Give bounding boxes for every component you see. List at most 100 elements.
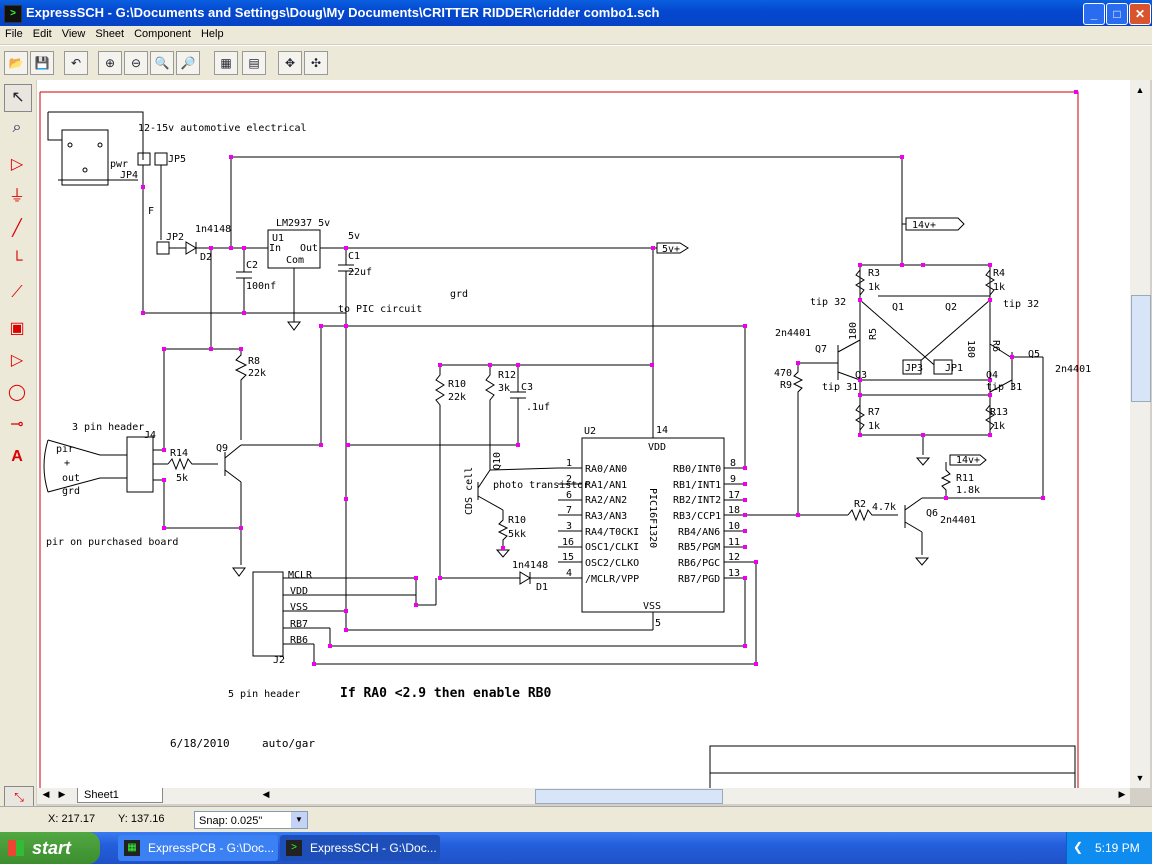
vertical-scrollbar[interactable]: ▲ ▼: [1130, 80, 1151, 788]
tab-sheet1[interactable]: Sheet1: [77, 788, 163, 803]
task-expresssch[interactable]: > ExpressSCH - G:\Doc...: [280, 835, 440, 861]
photo-label: photo transistor: [493, 480, 589, 491]
vdd-label: VDD: [648, 442, 666, 453]
schematic-canvas[interactable]: 12-15v automotive electrical pwr JP4 JP5…: [37, 80, 1130, 788]
menu-help[interactable]: Help: [200, 28, 224, 40]
scroll-down-icon[interactable]: ▼: [1135, 773, 1145, 783]
zoom-area-icon[interactable]: 🔍: [150, 51, 174, 75]
r3-label: R3: [868, 268, 880, 279]
clock: 5:19 PM: [1095, 841, 1140, 855]
q4-label: Q4: [986, 370, 998, 381]
ground-icon[interactable]: ⏚: [8, 188, 25, 205]
undo-icon[interactable]: ↶: [64, 51, 88, 75]
open-icon[interactable]: 📂: [4, 51, 28, 75]
cursor-y: Y: 137.16: [118, 813, 165, 825]
menu-component[interactable]: Component: [134, 28, 191, 40]
port-icon[interactable]: ⊸: [10, 416, 24, 433]
zoom-tool-icon[interactable]: ⌕: [12, 119, 22, 136]
save-icon[interactable]: 💾: [30, 51, 54, 75]
c3-label: C3: [521, 382, 533, 393]
select-arrow-icon[interactable]: ↖: [4, 84, 32, 112]
j2-pin-mclr: MCLR: [288, 570, 313, 581]
net-14v-label-2: 14v+: [956, 455, 980, 466]
tab-prev-icon[interactable]: ◀: [42, 789, 50, 799]
close-button[interactable]: ✕: [1129, 3, 1151, 25]
mode-note: auto/gar: [262, 737, 315, 750]
window-title: ExpressSCH - G:\Documents and Settings\D…: [26, 5, 660, 20]
vss-label: VSS: [643, 601, 661, 612]
chevron-down-icon[interactable]: ▼: [291, 812, 307, 828]
r5-value: 180: [848, 322, 859, 340]
hdr3-label: 3 pin header: [72, 422, 144, 433]
menu-file[interactable]: File: [5, 28, 23, 40]
pic-label: PIC16F1320: [647, 488, 658, 548]
windows-logo-icon: [8, 840, 24, 856]
pic-pin-rb5: RB5/PGM: [678, 542, 720, 553]
bus-icon[interactable]: ⟋: [11, 284, 23, 301]
jp3-label: JP3: [905, 363, 923, 374]
c2-value: 100nf: [246, 281, 276, 292]
start-button[interactable]: start: [0, 832, 100, 864]
wire-corner-icon[interactable]: └: [11, 252, 23, 269]
cursor-x: X: 217.17: [48, 813, 96, 825]
vertical-scroll-thumb[interactable]: [1131, 295, 1151, 402]
zoom-out-icon[interactable]: ⊖: [124, 51, 148, 75]
tab-next-icon[interactable]: ▶: [58, 789, 66, 799]
r12-value: 3k: [498, 383, 510, 394]
r5-label: R5: [868, 328, 879, 340]
menu-view[interactable]: View: [61, 28, 86, 40]
u1-in-label: In: [269, 243, 281, 254]
zoom-in-icon[interactable]: ⊕: [98, 51, 122, 75]
d2-part-label: 1n4148: [195, 224, 231, 235]
horizontal-scroll-thumb[interactable]: [535, 789, 723, 804]
jp2-label: JP2: [166, 232, 184, 243]
component-icon[interactable]: ▷: [10, 156, 24, 173]
2n4401-label-2: 2n4401: [1055, 364, 1091, 375]
wire-icon[interactable]: ╱: [12, 220, 22, 237]
scroll-up-icon[interactable]: ▲: [1135, 85, 1145, 95]
horizontal-scrollbar[interactable]: ◀ ▶ Sheet1 ◀ ▶: [37, 788, 1130, 804]
chevron-left-icon[interactable]: ❮: [1073, 840, 1084, 854]
r14-value: 5k: [176, 473, 188, 484]
5v-label: 5v: [348, 231, 360, 242]
r2-label: R2: [854, 499, 866, 510]
center-icon[interactable]: ✣: [304, 51, 328, 75]
sheet-props-icon[interactable]: ▤: [242, 51, 266, 75]
pic-pin-osc2: OSC2/CLKO: [585, 558, 639, 569]
pic-pin-rb4: RB4/AN6: [678, 527, 720, 538]
r2-value: 4.7k: [872, 502, 896, 513]
q10-label: Q10: [492, 452, 503, 470]
minimize-button[interactable]: _: [1083, 3, 1105, 25]
task-expresspcb[interactable]: ▦ ExpressPCB - G:\Doc...: [118, 835, 278, 861]
snap-select[interactable]: Snap: 0.025" ▼: [194, 811, 308, 829]
title-bar: > ExpressSCH - G:\Documents and Settings…: [0, 0, 1152, 26]
maximize-button[interactable]: □: [1106, 3, 1128, 25]
expresssch-icon: >: [286, 840, 302, 856]
pan-icon[interactable]: ✥: [278, 51, 302, 75]
scroll-right-icon[interactable]: ▶: [1118, 789, 1126, 799]
opamp-icon[interactable]: ▷: [10, 352, 24, 369]
c3-value: .1uf: [526, 402, 550, 413]
pic-pin-num: 6: [566, 490, 572, 501]
menu-edit[interactable]: Edit: [32, 28, 52, 40]
taskbar: start ▦ ExpressPCB - G:\Doc... > Express…: [0, 832, 1152, 864]
zoom-page-icon[interactable]: 🔎: [176, 51, 200, 75]
circle-icon[interactable]: ◯: [8, 384, 26, 401]
properties-icon[interactable]: ▦: [214, 51, 238, 75]
q6-label: Q6: [926, 508, 938, 519]
pic-pin-ra2: RA2/AN2: [585, 495, 627, 506]
pir-label: pir: [56, 444, 74, 455]
regulator-label: LM2937 5v: [276, 218, 330, 229]
r13-value: 1k: [993, 421, 1005, 432]
module-icon[interactable]: ▣: [9, 320, 25, 337]
2n4401-label-3: 2n4401: [940, 515, 976, 526]
pic-pin-num: 18: [728, 505, 740, 516]
corner-tool-icon[interactable]: ⤡: [4, 786, 34, 808]
j2-pin-rb6: RB6: [290, 635, 308, 646]
scroll-left-icon[interactable]: ◀: [262, 789, 270, 799]
r11-value: 1.8k: [956, 485, 980, 496]
text-icon[interactable]: A: [11, 448, 23, 465]
pic-pin-mclr: /MCLR/VPP: [585, 574, 639, 585]
menu-sheet[interactable]: Sheet: [95, 28, 125, 40]
pic-pin-num: 9: [730, 474, 736, 485]
